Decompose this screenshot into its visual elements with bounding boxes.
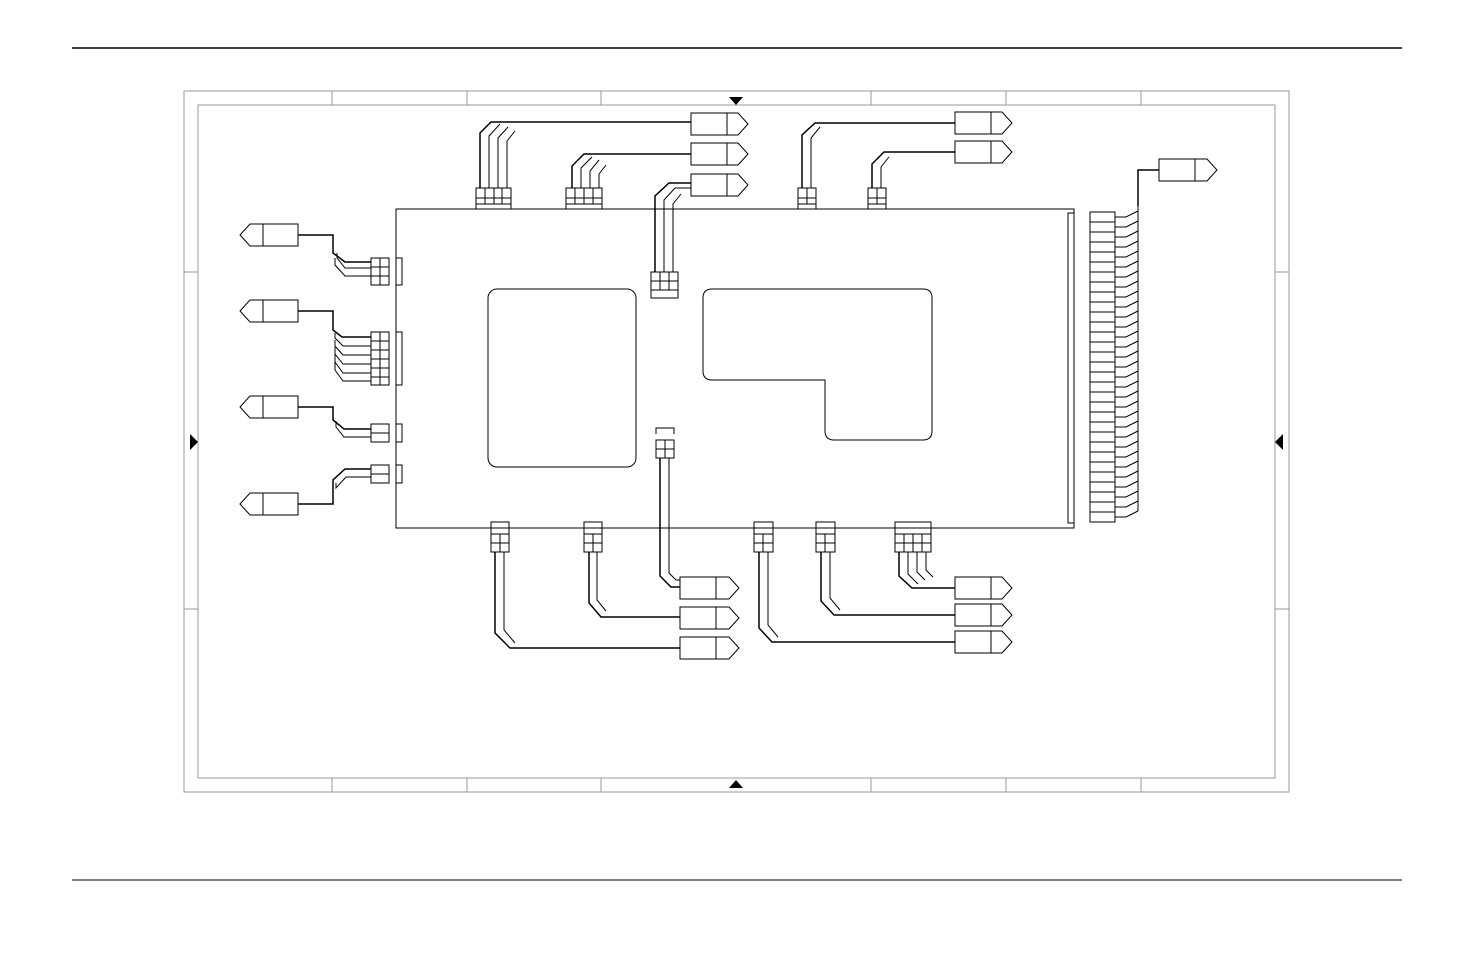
cable-tag-t2 xyxy=(690,142,749,166)
pin-wire xyxy=(1115,280,1139,288)
board-connectors xyxy=(370,187,932,553)
arrow-left-icon xyxy=(1275,434,1283,450)
pin-wire xyxy=(1115,210,1139,218)
pin-wire xyxy=(1115,340,1139,348)
harness-top-3 xyxy=(801,122,955,188)
cable-tag-b5 xyxy=(954,603,1013,627)
pin-wire xyxy=(1115,330,1139,338)
harness-left-4 xyxy=(298,468,371,505)
pin-wire xyxy=(1115,460,1139,468)
connector-top-1 xyxy=(475,187,512,210)
cable-tag-r1 xyxy=(1158,158,1218,182)
pin-wire xyxy=(1115,500,1139,508)
pin-wire xyxy=(1115,490,1139,498)
pin-wire xyxy=(1115,420,1139,428)
harness-top-1 xyxy=(479,121,691,188)
cable-tag-t3 xyxy=(690,173,749,197)
pin-wire xyxy=(1115,390,1139,398)
pin-wire xyxy=(1115,370,1139,378)
pin-wire xyxy=(1115,300,1139,308)
pin-wire xyxy=(1115,350,1139,358)
cable-tag-t4 xyxy=(954,111,1013,135)
centering-arrows xyxy=(190,97,1283,788)
connector-bottom-2 xyxy=(583,521,603,553)
cable-tag-b1 xyxy=(679,576,740,600)
pin-wire xyxy=(1115,400,1139,408)
cable-tag-t5 xyxy=(954,140,1013,164)
cable-tag-b6 xyxy=(954,630,1013,654)
connector-bottom-5 xyxy=(894,521,932,553)
harness-bottom-3 xyxy=(758,552,955,643)
zone-ticks-top xyxy=(331,91,1142,105)
harness-bottom-4 xyxy=(820,552,955,616)
pin-wire xyxy=(1115,230,1139,238)
pin-wire xyxy=(1115,410,1139,418)
pin-wire xyxy=(1115,240,1139,248)
connector-left-4 xyxy=(370,464,403,484)
connector-left-3 xyxy=(370,423,403,443)
pin-wire xyxy=(1115,260,1139,268)
pin-wire xyxy=(1115,360,1139,368)
pin-wire xyxy=(1115,440,1139,448)
harness-edge-bundle xyxy=(1115,169,1159,518)
cable-tag-b3 xyxy=(679,636,740,660)
pin-wire xyxy=(1115,220,1139,228)
connector-bottom-4 xyxy=(815,521,836,553)
connector-left-2 xyxy=(370,331,403,386)
pin-wire xyxy=(1115,250,1139,258)
harness-bottom-5 xyxy=(898,552,955,589)
pin-wire xyxy=(1115,380,1139,388)
connector-bottom-3 xyxy=(753,521,774,553)
harness-interior-1 xyxy=(654,182,691,272)
board-cutout-right xyxy=(702,288,933,441)
cable-tag-l3 xyxy=(239,395,299,419)
arrow-up-icon xyxy=(729,780,743,788)
cable-tag-l4 xyxy=(239,492,299,516)
zone-ticks-sides xyxy=(184,271,1289,610)
harness-left-1 xyxy=(298,234,371,277)
zone-ticks-bottom xyxy=(331,778,1142,792)
connector-top-2 xyxy=(565,187,603,210)
board-cutout-left xyxy=(487,288,637,468)
harness-bottom-2 xyxy=(588,552,680,618)
cable-tags xyxy=(239,111,1218,660)
pin-wire xyxy=(1115,270,1139,278)
harness-interior-2 xyxy=(659,458,680,588)
connector-top-3 xyxy=(797,187,817,210)
connector-interior-1 xyxy=(650,271,679,299)
harness-bottom-1 xyxy=(494,552,680,649)
connector-bottom-1 xyxy=(490,521,510,553)
pin-wire xyxy=(1115,290,1139,298)
pin-wire xyxy=(1115,310,1139,318)
harness-top-4 xyxy=(871,151,955,188)
pin-wire xyxy=(1115,510,1139,518)
cable-tag-l1 xyxy=(239,223,299,247)
connector-top-4 xyxy=(867,187,887,210)
cable-tag-t1 xyxy=(690,112,749,136)
drawing-frame xyxy=(183,90,1290,793)
cable-tag-b4 xyxy=(954,576,1013,600)
cable-tag-b2 xyxy=(679,606,740,630)
arrow-right-icon xyxy=(190,434,198,450)
circuit-board xyxy=(395,208,1075,529)
pin-wire xyxy=(1115,480,1139,488)
pin-wire xyxy=(1115,470,1139,478)
cable-tag-l2 xyxy=(239,299,299,323)
pin-wire xyxy=(1115,320,1139,328)
wire-harnesses xyxy=(298,121,1159,649)
harness-top-2 xyxy=(571,153,691,188)
board-edge-strip xyxy=(1067,212,1075,524)
pin-wire xyxy=(1115,430,1139,438)
pin-wire xyxy=(1115,450,1139,458)
connector-interior-2 xyxy=(655,427,675,459)
harness-left-2 xyxy=(298,310,371,382)
arrow-down-icon xyxy=(729,97,743,105)
harness-left-3 xyxy=(298,406,371,438)
edge-connector-strip xyxy=(1089,211,1116,523)
connector-left-1 xyxy=(370,257,403,286)
